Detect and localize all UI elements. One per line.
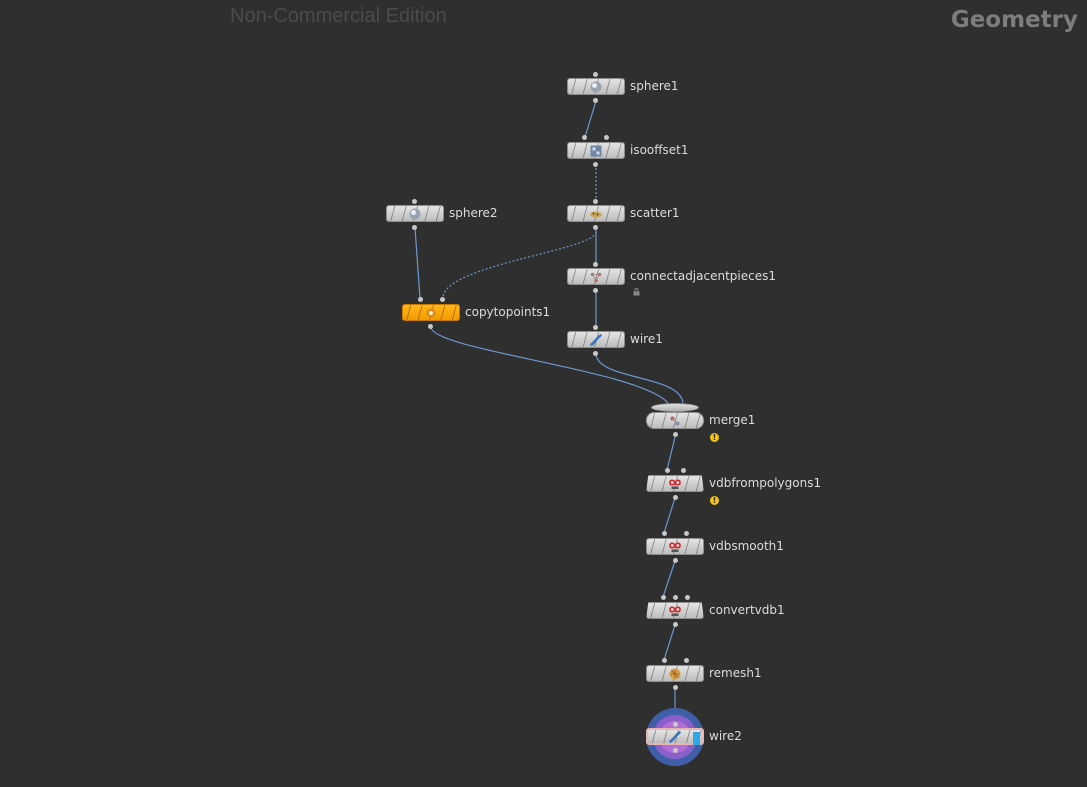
input-port[interactable] [412,199,417,204]
merge-icon [670,416,680,425]
node-label: connectadjacentpieces1 [630,269,776,283]
input-port[interactable] [593,72,598,77]
node-body[interactable] [646,665,704,682]
input-port[interactable] [681,468,686,473]
node-body[interactable] [567,78,625,95]
node-body[interactable] [567,142,625,159]
vdb-icon [669,541,681,552]
output-port[interactable] [673,495,678,500]
node-body[interactable] [646,728,704,745]
node-label: vdbfrompolygons1 [709,476,822,490]
output-port[interactable] [412,225,417,230]
vdb-icon [669,478,681,489]
node-label: isooffset1 [630,143,689,157]
wire-merge1-vdbfrompolygons1[interactable] [666,436,676,471]
copy-icon [426,308,436,317]
wire-vdbsmooth1-convertvdb1[interactable] [662,560,676,598]
input-port[interactable] [662,658,667,663]
input-port[interactable] [593,199,598,204]
output-port[interactable] [593,98,598,103]
vdb-icon [669,605,681,616]
input-port[interactable] [661,595,666,600]
node-label: sphere2 [449,206,498,220]
input-port[interactable] [418,297,423,302]
output-port[interactable] [593,225,598,230]
display-flag[interactable] [693,732,700,745]
wire-icon [590,333,602,346]
node-label: vdbsmooth1 [709,539,784,553]
input-port[interactable] [582,135,587,140]
connect-icon [590,272,602,282]
node-label: wire1 [630,332,663,346]
node-body[interactable] [646,538,704,555]
output-port[interactable] [593,351,598,356]
node-label: remesh1 [709,666,762,680]
isooffset-icon [590,145,602,156]
wire-sphere2-copytopoints1[interactable] [414,227,421,299]
output-port[interactable] [428,324,433,329]
output-port[interactable] [673,558,678,563]
input-port[interactable] [665,468,670,473]
wire-vdbfrompolygons1-vdbsmooth1[interactable] [663,497,676,534]
input-port[interactable] [662,531,667,536]
input-port[interactable] [604,135,609,140]
wire-wire1-merge1[interactable] [595,354,684,404]
wire-sphere1-isooffset1[interactable] [584,100,597,138]
node-body[interactable] [646,412,704,429]
merge-input-bar[interactable] [651,403,699,412]
input-port[interactable] [593,262,598,267]
warning-icon[interactable]: ! [710,496,719,505]
input-port[interactable] [673,722,678,727]
remesh-icon [669,668,681,679]
input-port[interactable] [684,531,689,536]
scatter-icon [590,211,602,217]
node-label: scatter1 [630,206,680,220]
wire-scatter1-copytopoints1[interactable] [442,231,597,299]
warning-icon[interactable]: ! [710,433,719,442]
edition-watermark: Non-Commercial Edition [230,5,447,27]
node-label: copytopoints1 [465,305,551,319]
wire-icon [669,730,681,743]
input-port[interactable] [684,658,689,663]
output-port[interactable] [673,748,678,753]
sphere-icon [590,81,602,92]
sphere-icon [409,208,421,219]
input-port[interactable] [593,325,598,330]
input-port[interactable] [685,595,690,600]
output-port[interactable] [673,432,678,437]
wire-copytopoints1-merge1[interactable] [430,326,669,404]
output-port[interactable] [673,685,678,690]
node-body[interactable] [567,268,625,285]
node-body[interactable] [646,475,704,492]
node-body[interactable] [646,602,704,619]
node-label: merge1 [709,413,756,427]
node-body[interactable] [567,205,625,222]
lock-icon[interactable] [633,288,640,296]
node-body[interactable] [567,331,625,348]
node-label: wire2 [709,729,742,743]
node-body[interactable] [402,304,460,321]
output-port[interactable] [593,162,598,167]
network-context-label: Geometry [950,7,1078,33]
wire-convertvdb1-remesh1[interactable] [663,624,676,661]
node-body[interactable] [386,205,444,222]
input-port[interactable] [440,297,445,302]
node-label: convertvdb1 [709,603,785,617]
output-port[interactable] [673,622,678,627]
node-label: sphere1 [630,79,679,93]
input-port[interactable] [673,595,678,600]
output-port[interactable] [593,288,598,293]
